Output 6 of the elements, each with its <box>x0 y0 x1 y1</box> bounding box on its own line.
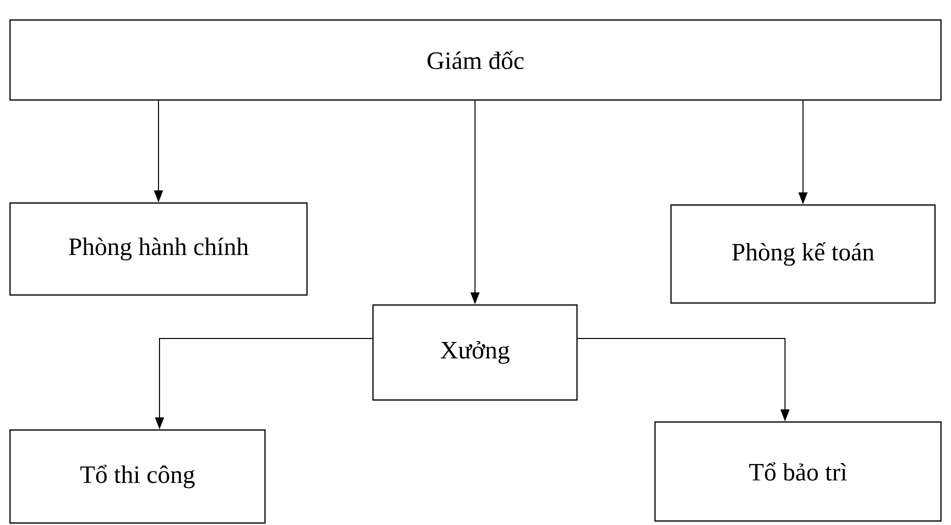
org-box: Tổ bảo trì <box>654 421 942 522</box>
org-box: Xưởng <box>372 304 578 401</box>
org-box: Giám đốc <box>9 19 942 101</box>
org-box: Phòng kế toán <box>670 204 936 304</box>
org-box: Tổ thi công <box>9 429 266 524</box>
org-box: Phòng hành chính <box>9 202 308 296</box>
